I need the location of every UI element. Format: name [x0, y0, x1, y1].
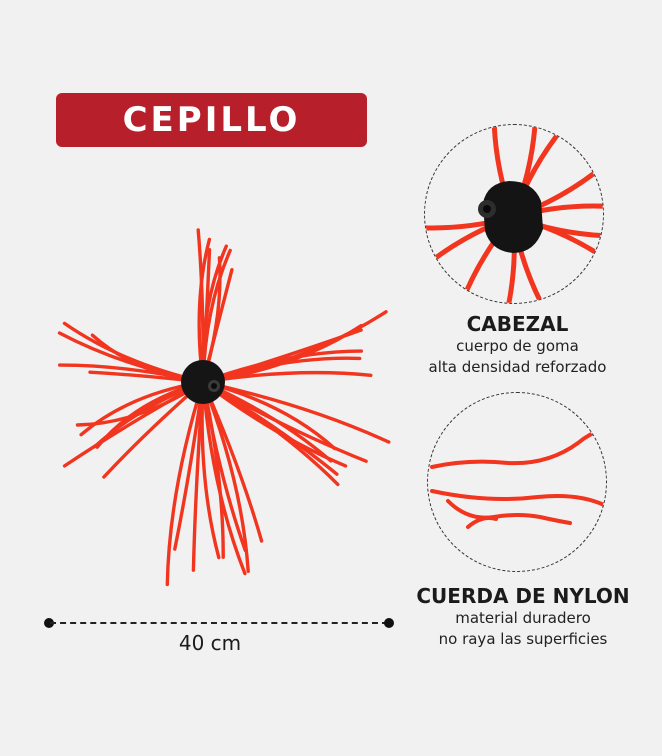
head-line-1: cuerpo de goma [456, 337, 579, 355]
bristle-strand [201, 380, 368, 463]
bristle-strand [191, 380, 205, 572]
size-measure-line [44, 614, 394, 634]
hub-closeup [425, 125, 603, 303]
bristle-strand [62, 321, 205, 384]
nylon-closeup [430, 427, 606, 529]
bristle-strand [201, 380, 247, 553]
hub-detail-circle [424, 124, 604, 304]
measure-endpoint-left [44, 618, 54, 628]
bristle-strand [201, 380, 247, 576]
title-badge-label: CEPILLO [122, 100, 301, 140]
head-line-2: alta densidad reforzado [428, 358, 607, 376]
nylon-detail-circle [427, 392, 607, 572]
title-badge: CEPILLO [56, 93, 367, 147]
size-label: 40 cm [178, 631, 242, 655]
nylon-title: CUERDA DE NYLON [416, 584, 630, 608]
measure-endpoint-right [384, 618, 394, 628]
head-title: CABEZAL [466, 312, 569, 336]
nylon-caption: CUERDA DE NYLON material duradero no ray… [408, 584, 638, 650]
nylon-line-1: material duradero [455, 609, 591, 627]
head-caption: CABEZAL cuerpo de goma alta densidad ref… [395, 312, 640, 378]
measure-dashed-line [50, 622, 388, 624]
nylon-line-2: no raya las superficies [438, 630, 608, 648]
bristle-strand [165, 380, 205, 587]
brush-hub [181, 360, 225, 404]
